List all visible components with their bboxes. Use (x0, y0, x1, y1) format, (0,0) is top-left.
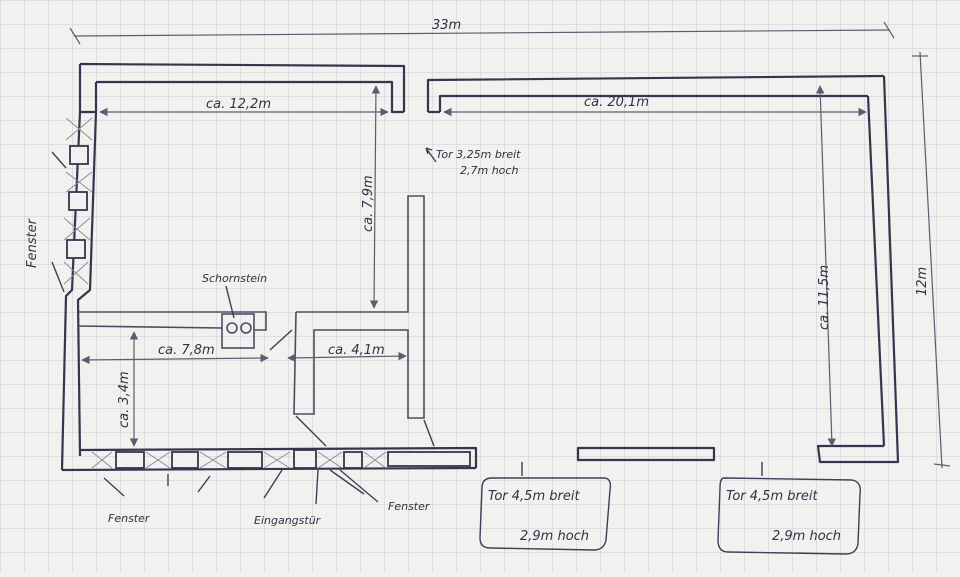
overall-depth-dimension: 12m (912, 51, 951, 469)
corridor-width-label: ca. 4,1m (328, 343, 385, 358)
dimension-right-hall-width: ca. 20,1m (443, 95, 867, 117)
lower-room-depth-label: ca. 3,4m (117, 371, 132, 428)
fenster-right-label: Fenster (388, 500, 431, 513)
left-window-2 (68, 191, 88, 211)
bottom-window-5 (387, 451, 471, 467)
left-window-3 (66, 239, 86, 259)
bottom-window-2 (171, 451, 199, 469)
entrance-door-frame (293, 449, 317, 469)
bottom-window-4 (343, 451, 363, 469)
chimney-flue-1 (226, 322, 238, 334)
dimension-left-room-width: ca. 12,2m (99, 97, 389, 117)
bottom-right-gate-walls (521, 446, 763, 476)
left-wall-windows: Fenster (25, 117, 93, 293)
schornstein-annotation: Schornstein (202, 272, 267, 319)
overall-width-label: 33m (432, 18, 461, 33)
gate-1-annotation: Tor 4,5m breit 2,9m hoch (479, 477, 612, 551)
right-hall-width-label: ca. 20,1m (584, 95, 649, 110)
chimney-box (221, 313, 255, 349)
top-gate-annotation: Tor 3,25m breit 2,7m hoch (425, 147, 521, 177)
partition-length-label: ca. 7,9m (361, 175, 376, 232)
lower-room-width-label: ca. 7,8m (158, 343, 215, 358)
dimension-hall-depth: ca. 11,5m (816, 85, 836, 447)
fenster-left-label: Fenster (25, 217, 40, 268)
interior-walls (77, 195, 435, 447)
top-gate-height-label: 2,7m hoch (460, 164, 518, 177)
dimension-lower-room-width: ca. 7,8m (81, 343, 269, 365)
bottom-window-3 (227, 451, 263, 469)
top-gate-width-label: Tor 3,25m breit (436, 148, 521, 161)
left-window-1 (69, 145, 89, 165)
left-room-width-label: ca. 12,2m (206, 97, 271, 112)
schornstein-label: Schornstein (202, 272, 267, 285)
overall-depth-label: 12m (915, 267, 930, 296)
overall-width-dimension: 33m (69, 18, 895, 45)
dimension-lower-room-depth: ca. 3,4m (117, 331, 139, 447)
fenster-bottom-label: Fenster (108, 512, 151, 525)
gate-2-height-label: 2,9m hoch (772, 529, 841, 544)
bottom-window-1 (115, 451, 145, 469)
chimney-flue-2 (240, 322, 252, 334)
dimension-corridor-width: ca. 4,1m (287, 343, 407, 363)
gate-2-annotation: Tor 4,5m breit 2,9m hoch (717, 477, 862, 555)
exterior-walls (60, 62, 900, 471)
gate-1-height-label: 2,9m hoch (520, 529, 589, 544)
gate-2-bubble (717, 477, 862, 555)
wall-between-gates (576, 446, 716, 462)
hall-depth-label: ca. 11,5m (817, 265, 832, 330)
gate-2-width-label: Tor 4,5m breit (726, 489, 818, 504)
eingangstuer-label: Eingangstür (254, 514, 322, 527)
dimension-partition-length: ca. 7,9m (361, 85, 381, 309)
gate-1-width-label: Tor 4,5m breit (488, 489, 580, 504)
gate-1-bubble (479, 477, 612, 551)
bottom-window-annotations: Fenster Eingangstür Fenster (103, 469, 431, 527)
bottom-wall (61, 446, 478, 472)
